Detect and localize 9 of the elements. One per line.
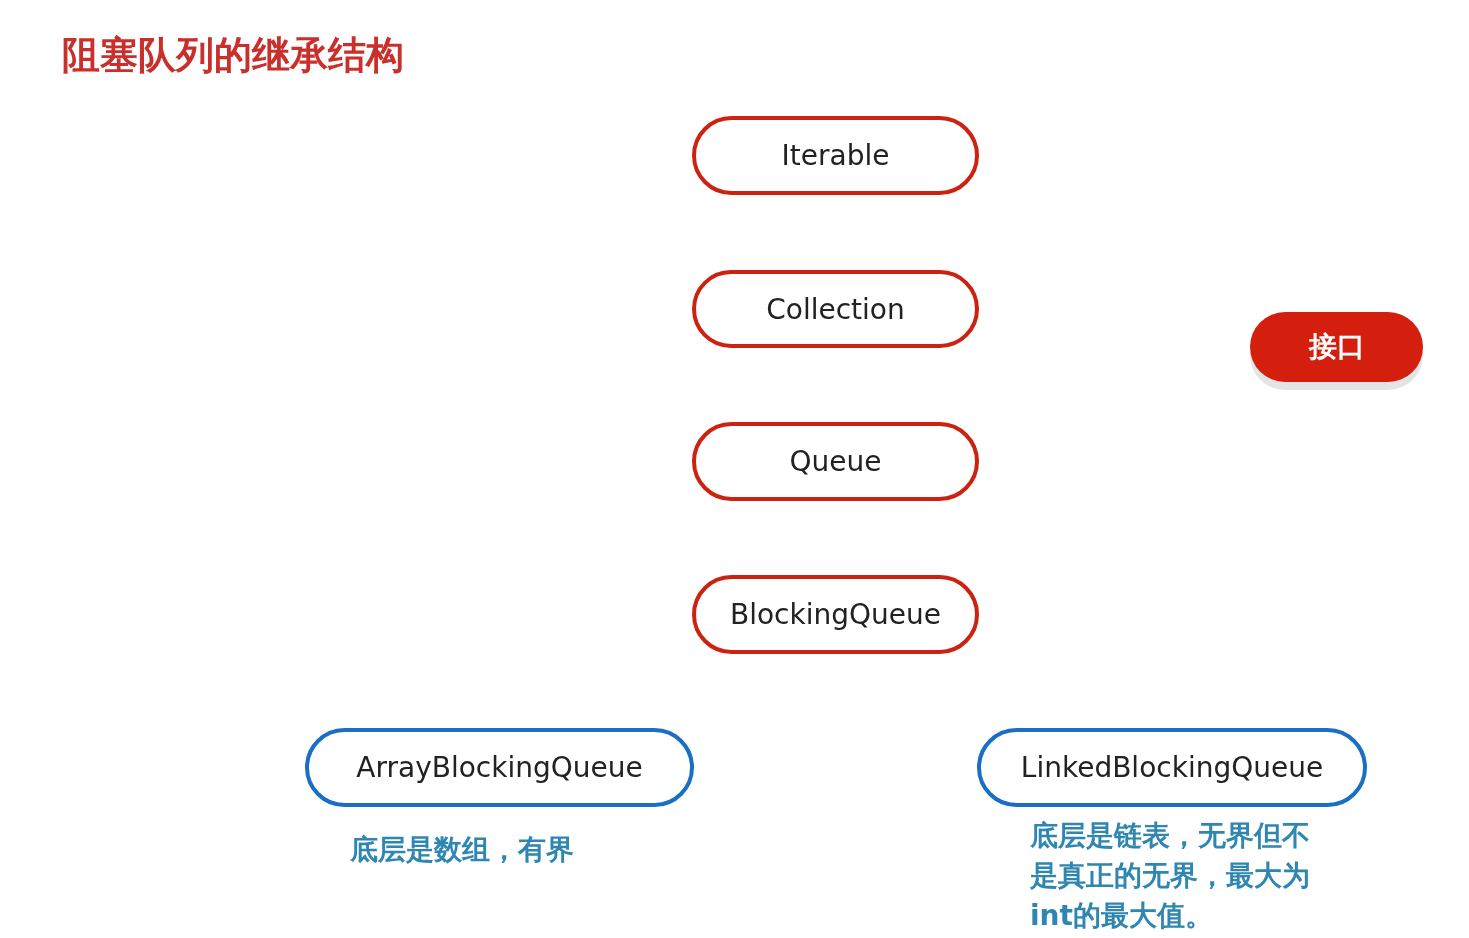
annotation-text: 底层是数组，有界: [350, 832, 575, 868]
annotation-text: 底层是链表，无界但不是真正的无界，最大为int的最大值。: [1030, 818, 1311, 934]
interface-pill: Queue: [692, 422, 979, 501]
class-pill: LinkedBlockingQueue: [977, 728, 1367, 807]
interface-pill: BlockingQueue: [692, 575, 979, 654]
interface-pill: Collection: [692, 270, 979, 348]
title: 阻塞队列的继承结构: [62, 32, 404, 79]
class-pill: ArrayBlockingQueue: [305, 728, 694, 807]
interface-pill: Iterable: [692, 116, 979, 195]
